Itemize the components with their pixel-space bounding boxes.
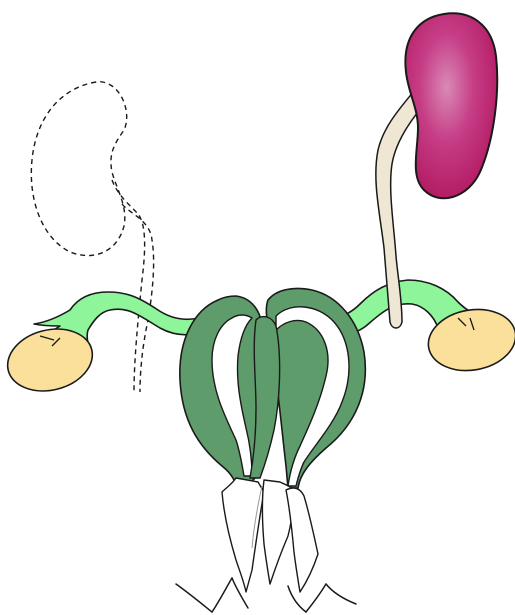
kidney: [405, 13, 497, 198]
cervix-vagina: [222, 478, 318, 592]
vulva-lines: [176, 578, 356, 612]
